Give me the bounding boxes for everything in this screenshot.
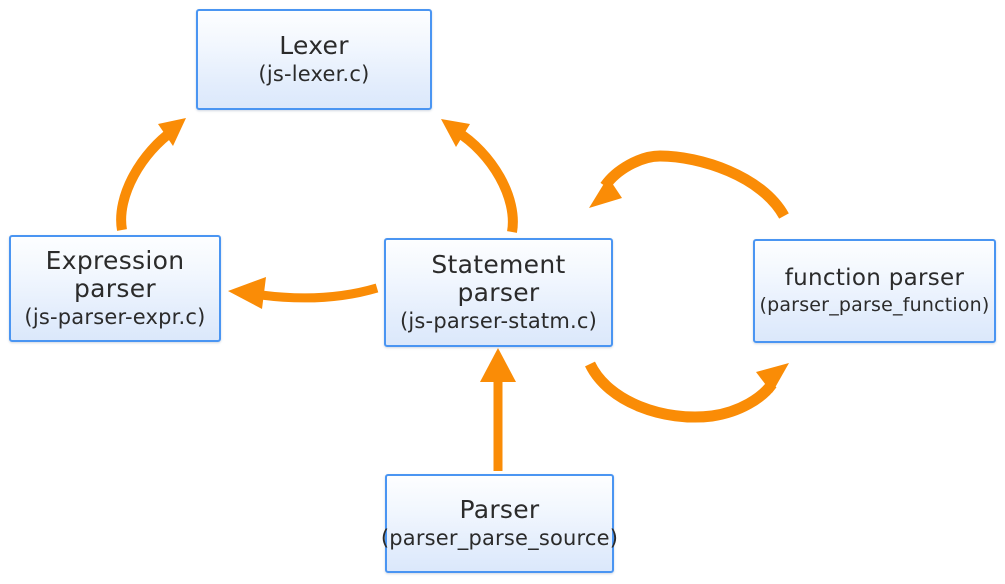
node-expression-parser-title: Expression parser bbox=[45, 246, 185, 304]
edge-parser-to-statement bbox=[480, 348, 516, 471]
node-expression-parser[interactable]: Expression parser (js-parser-expr.c) bbox=[9, 235, 221, 342]
node-statement-parser-title: Statement parser bbox=[431, 250, 566, 308]
edge-expression-to-lexer bbox=[116, 118, 186, 231]
edge-function-to-statement bbox=[589, 150, 789, 219]
edge-statement-to-function bbox=[585, 361, 789, 423]
node-lexer-subtitle: (js-lexer.c) bbox=[258, 62, 370, 87]
node-function-parser-subtitle: (parser_parse_function) bbox=[759, 293, 990, 316]
node-parser-subtitle: (parser_parse_source) bbox=[380, 526, 619, 551]
node-lexer-title: Lexer bbox=[279, 31, 349, 61]
node-lexer[interactable]: Lexer (js-lexer.c) bbox=[196, 9, 432, 110]
node-statement-parser-subtitle: (js-parser-statm.c) bbox=[399, 309, 598, 334]
node-statement-parser[interactable]: Statement parser (js-parser-statm.c) bbox=[384, 238, 613, 347]
node-function-parser[interactable]: function parser (parser_parse_function) bbox=[753, 239, 996, 343]
node-function-parser-title: function parser bbox=[784, 264, 965, 291]
edge-statement-to-expression bbox=[228, 277, 379, 309]
node-parser-title: Parser bbox=[459, 495, 540, 525]
node-expression-parser-subtitle: (js-parser-expr.c) bbox=[24, 305, 206, 330]
node-parser[interactable]: Parser (parser_parse_source) bbox=[381, 474, 618, 573]
edge-statement-to-lexer bbox=[441, 119, 518, 233]
